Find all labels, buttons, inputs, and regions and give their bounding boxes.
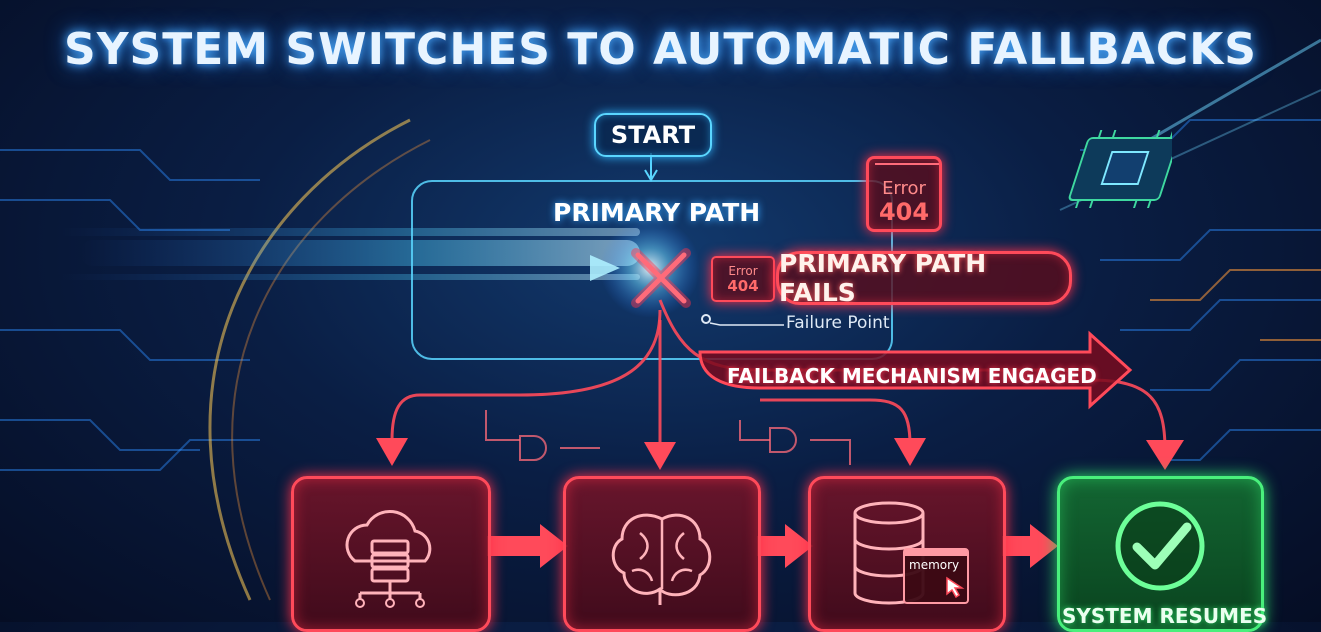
window-bar <box>875 163 939 169</box>
processor-chip-icon <box>1068 130 1172 208</box>
failure-point-label: Failure Point <box>786 313 890 333</box>
failure-point-leader-line <box>701 314 784 326</box>
cursor-icon <box>946 576 965 598</box>
memory-window-tag: memory <box>903 548 969 604</box>
system-resumes-stage <box>1057 476 1264 632</box>
primary-path-fails-node: PRIMARY PATH FAILS <box>776 249 1072 307</box>
start-label: START <box>610 121 696 149</box>
primary-path-fails-label: PRIMARY PATH FAILS <box>779 249 987 307</box>
fallback-stage-brain <box>563 476 761 632</box>
error-popup-large: Error 404 <box>866 156 942 232</box>
error-code-large: 404 <box>878 198 930 226</box>
error-popup-small: Error 404 <box>711 256 775 302</box>
fallback-label: FAILBACK MECHANISM ENGAGED <box>727 364 1097 388</box>
memory-label: memory <box>909 558 960 572</box>
memory-window-bar <box>905 550 967 556</box>
error-code-small: 404 <box>727 276 759 295</box>
start-node: START <box>594 113 712 157</box>
system-resumes-label: SYSTEM RESUMES <box>1062 604 1268 628</box>
error-word-small: Error <box>728 263 758 278</box>
error-word-large: Error <box>882 178 926 199</box>
red-x-icon <box>631 248 691 308</box>
checkmark-icon <box>1115 501 1205 591</box>
page-title: SYSTEM SWITCHES TO AUTOMATIC FALLBACKS <box>64 24 1257 75</box>
cloud-server-icon <box>345 509 432 608</box>
primary-path-label: PRIMARY PATH <box>553 198 761 227</box>
fallback-stage-cloud <box>291 476 491 632</box>
brain-icon <box>611 513 712 605</box>
